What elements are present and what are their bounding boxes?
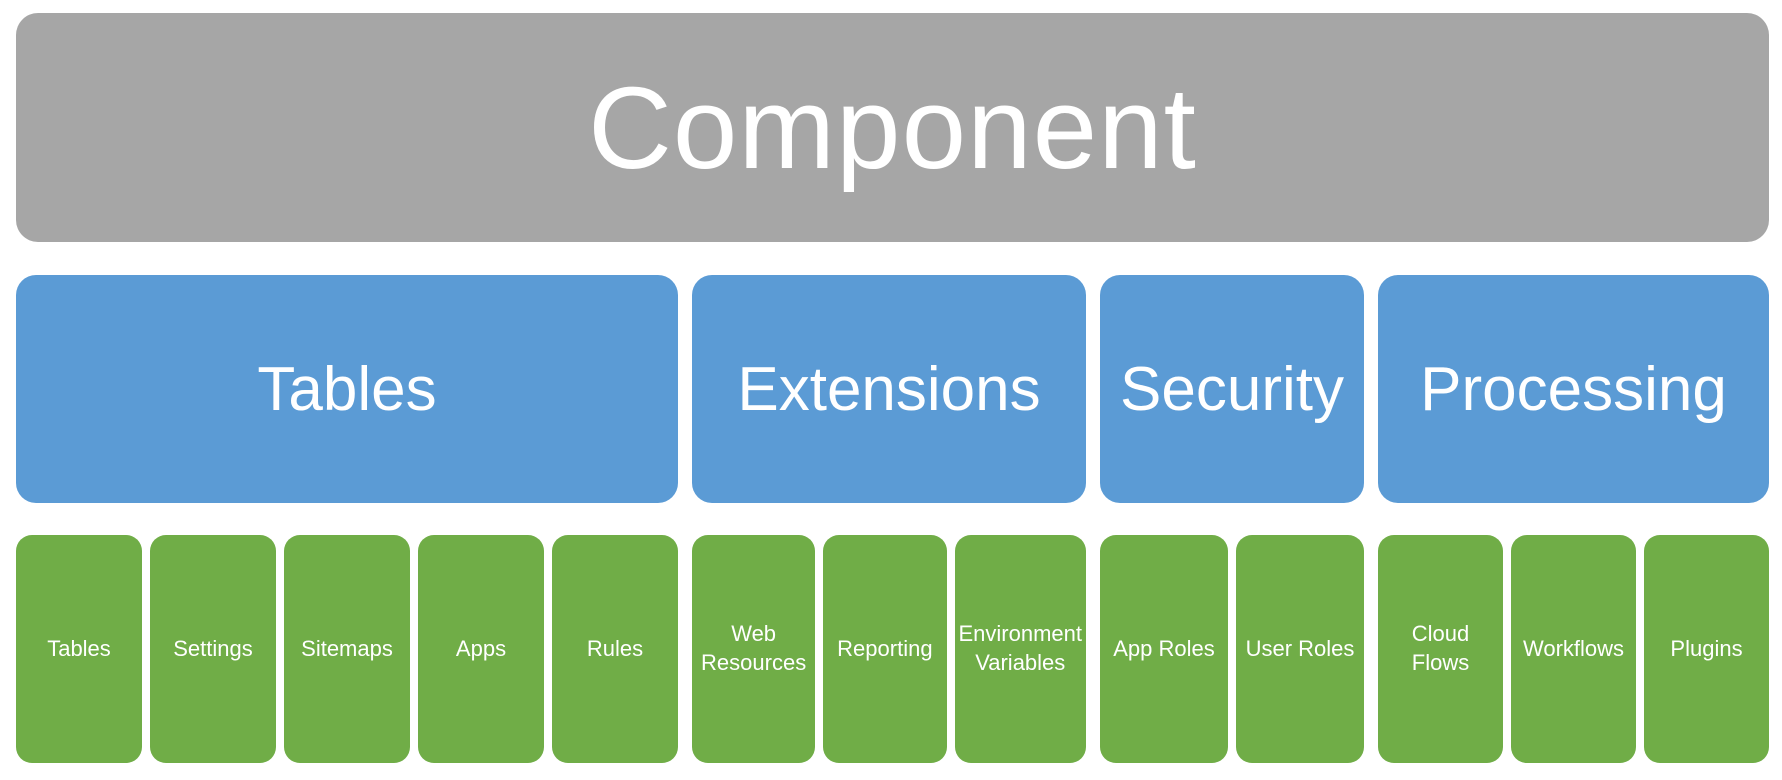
category-node-extensions: Extensions xyxy=(692,275,1086,503)
group-tables: Tables Tables Settings Sitemaps Apps Rul… xyxy=(16,275,678,763)
item-node-settings: Settings xyxy=(150,535,276,763)
category-node-tables: Tables xyxy=(16,275,678,503)
category-node-security: Security xyxy=(1100,275,1364,503)
group-processing-items: Cloud Flows Workflows Plugins xyxy=(1378,535,1769,763)
item-node-cloud-flows: Cloud Flows xyxy=(1378,535,1503,763)
item-node-app-roles: App Roles xyxy=(1100,535,1228,763)
group-tables-items: Tables Settings Sitemaps Apps Rules xyxy=(16,535,678,763)
group-security: Security App Roles User Roles xyxy=(1100,275,1364,763)
item-node-workflows: Workflows xyxy=(1511,535,1636,763)
group-processing: Processing Cloud Flows Workflows Plugins xyxy=(1378,275,1769,763)
item-node-rules: Rules xyxy=(552,535,678,763)
item-node-user-roles: User Roles xyxy=(1236,535,1364,763)
group-extensions-items: Web Resources Reporting Environment Vari… xyxy=(692,535,1087,763)
item-node-web-resources: Web Resources xyxy=(692,535,816,763)
item-node-tables: Tables xyxy=(16,535,142,763)
item-node-apps: Apps xyxy=(418,535,544,763)
item-node-plugins: Plugins xyxy=(1644,535,1769,763)
category-node-processing: Processing xyxy=(1378,275,1769,503)
item-node-environment-variables: Environment Variables xyxy=(954,535,1087,763)
group-security-items: App Roles User Roles xyxy=(1100,535,1364,763)
root-node-component: Component xyxy=(16,13,1769,242)
item-node-sitemaps: Sitemaps xyxy=(284,535,410,763)
diagram-content: Component Tables Tables Settings Sitemap… xyxy=(16,13,1769,763)
category-row: Tables Tables Settings Sitemaps Apps Rul… xyxy=(16,275,1769,763)
item-node-reporting: Reporting xyxy=(823,535,947,763)
group-extensions: Extensions Web Resources Reporting Envir… xyxy=(692,275,1087,763)
